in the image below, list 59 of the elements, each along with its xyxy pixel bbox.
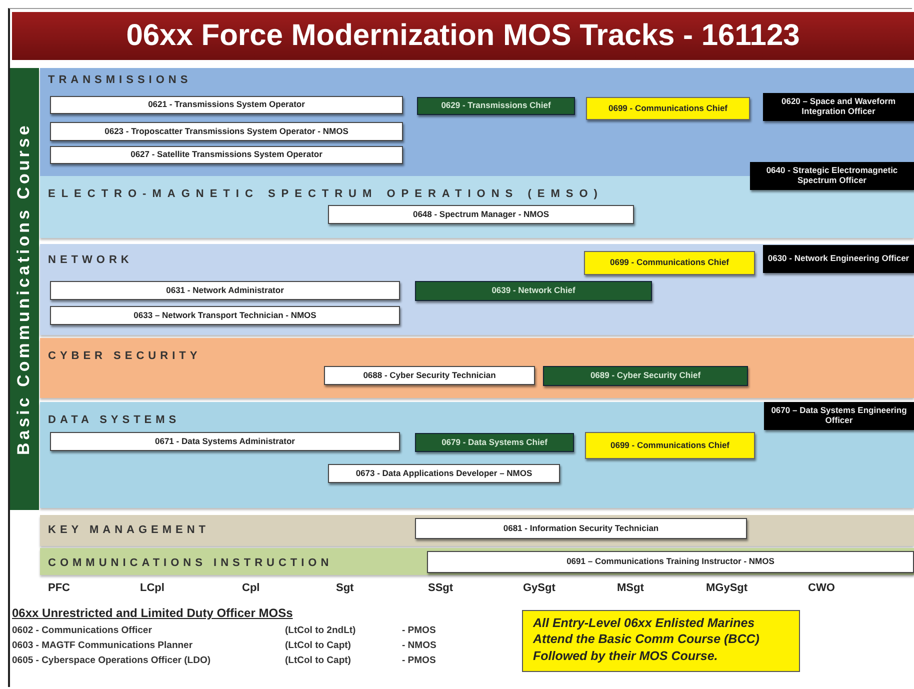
table-cell: 0603 - MAGTF Communications Planner: [12, 640, 193, 651]
note-box: All Entry-Level 06xx Enlisted Marines Attend the Basic Comm Course (BCC) Followed by their MOS Course.: [522, 610, 800, 672]
rank-label: SSgt: [428, 582, 454, 594]
mos-box: 0631 - Network Administrator: [50, 281, 400, 300]
track-heading: ELECTRO-MAGNETIC SPECTRUM OPERATIONS (EMSO): [48, 188, 604, 200]
mos-box: 0623 - Troposcatter Transmissions System Operator - NMOS: [50, 122, 403, 141]
mos-box: 0688 - Cyber Security Technician: [324, 366, 535, 385]
track-heading: COMMUNICATIONS INSTRUCTION: [48, 557, 333, 569]
mos-box: 0681 - Information Security Technician: [415, 518, 747, 539]
table-cell: (LtCol to Capt): [285, 640, 351, 651]
mos-box: 0621 - Transmissions System Operator: [50, 96, 403, 114]
mos-box: 0627 - Satellite Transmissions System Operator: [50, 146, 403, 164]
officer-mos-box: 0640 - Strategic Electromagnetic Spectrum Officer: [750, 162, 914, 190]
chief-mos-box: 0689 - Cyber Security Chief: [543, 366, 748, 386]
mos-box: 0671 - Data Systems Administrator: [50, 432, 400, 451]
chief-mos-box: 0629 - Transmissions Chief: [417, 97, 575, 115]
officer-mos-box: 0670 – Data Systems Engineering Officer: [764, 402, 914, 430]
rank-label: LCpl: [140, 582, 164, 594]
track-heading: KEY MANAGEMENT: [48, 524, 210, 536]
rank-label: Cpl: [242, 582, 260, 594]
table-heading: 06xx Unrestricted and Limited Duty Officer MOSs: [12, 606, 293, 620]
table-cell: - PMOS: [402, 655, 436, 666]
rank-label: CWO: [808, 582, 835, 594]
comm-chief-box: 0699 - Communications Chief: [586, 97, 750, 120]
mos-box: 0648 - Spectrum Manager - NMOS: [328, 205, 634, 224]
table-cell: 0602 - Communications Officer: [12, 625, 152, 636]
track-band: [40, 548, 914, 575]
track-heading: CYBER SECURITY: [48, 350, 202, 362]
table-cell: (LtCol to 2ndLt): [285, 625, 356, 636]
comm-chief-box: 0699 - Communications Chief: [585, 432, 755, 459]
track-heading: NETWORK: [48, 254, 133, 266]
mos-box: 0673 - Data Applications Developer – NMOS: [328, 464, 560, 483]
rank-label: MGySgt: [706, 582, 748, 594]
chief-mos-box: 0679 - Data Systems Chief: [415, 433, 574, 452]
track-band: [40, 338, 914, 398]
course-title: Basic Communications Course: [14, 122, 34, 458]
track-band: [40, 176, 914, 238]
officer-mos-box: 0620 – Space and Waveform Integration Officer: [763, 93, 914, 121]
table-cell: (LtCol to Capt): [285, 655, 351, 666]
comm-chief-box: 0699 - Communications Chief: [584, 251, 755, 275]
course-sidebar: [10, 68, 39, 510]
table-cell: 0605 - Cyberspace Operations Officer (LDO): [12, 655, 211, 666]
rank-label: MSgt: [617, 582, 644, 594]
mos-box: 0691 – Communications Training Instructor - NMOS: [427, 551, 914, 573]
rank-label: GySgt: [523, 582, 556, 594]
track-heading: DATA SYSTEMS: [48, 414, 180, 426]
chief-mos-box: 0639 - Network Chief: [415, 281, 652, 301]
officer-mos-box: 0630 - Network Engineering Officer: [763, 245, 914, 273]
table-cell: - PMOS: [402, 625, 436, 636]
track-band: [40, 402, 914, 508]
table-cell: - NMOS: [402, 640, 436, 651]
title-banner: 06xx Force Modernization MOS Tracks - 161123: [12, 12, 914, 60]
track-band: [40, 68, 914, 176]
track-band: [40, 244, 914, 335]
track-heading: TRANSMISSIONS: [48, 74, 192, 86]
mos-box: 0633 – Network Transport Technician - NMOS: [50, 306, 400, 325]
rank-label: Sgt: [336, 582, 354, 594]
rank-label: PFC: [48, 582, 70, 594]
track-band: [40, 515, 914, 546]
